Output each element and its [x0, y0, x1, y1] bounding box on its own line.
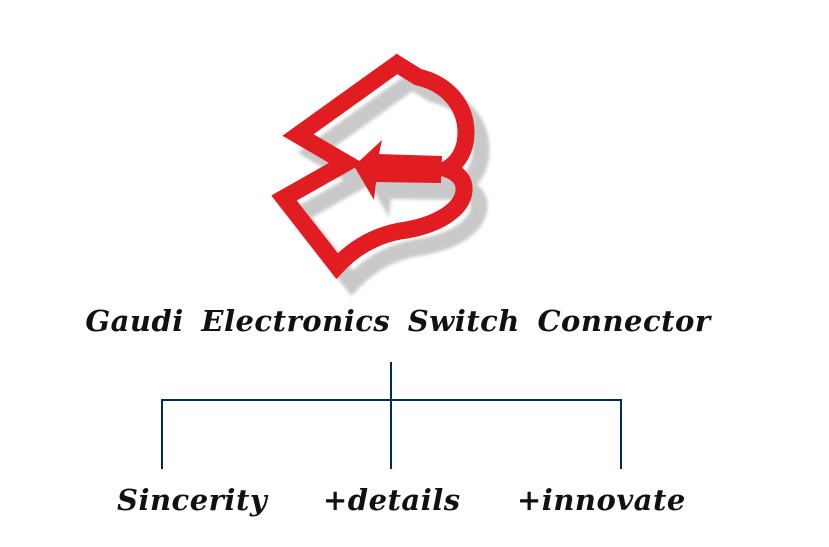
- tree-label-sincerity: Sincerity: [117, 483, 268, 517]
- tree-label-innovate: +innovate: [517, 483, 686, 517]
- brand-title: Gaudi Electronics Switch Connector: [85, 304, 711, 338]
- tree-horizontal-line: [161, 399, 622, 401]
- tree-branch-line-left: [161, 399, 163, 469]
- logo-mark: [271, 53, 475, 280]
- arrow-b-logo-icon: [271, 53, 490, 297]
- tree-branch-line-right: [620, 399, 622, 469]
- arrow-b-outline: [271, 53, 475, 280]
- tree-label-details: +details: [323, 483, 461, 517]
- inner-left-arrow: [354, 140, 442, 200]
- tree-stem-line: [390, 362, 392, 469]
- brand-logo: [268, 50, 512, 302]
